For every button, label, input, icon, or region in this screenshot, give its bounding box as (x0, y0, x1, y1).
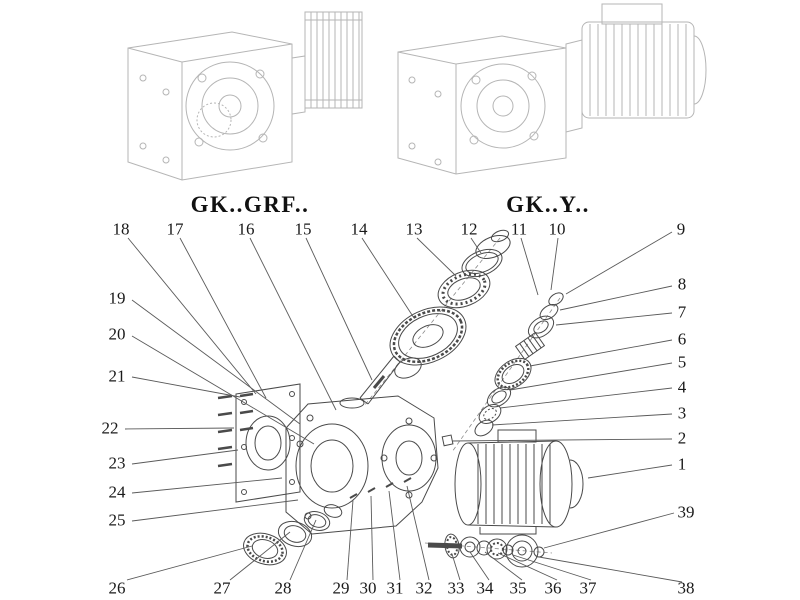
assembled-view-gky (397, 3, 707, 175)
large-gear-part (389, 306, 467, 366)
part-callout-20: 20 (108, 324, 126, 344)
part-callout-8: 8 (677, 274, 687, 294)
housing-part (285, 395, 439, 535)
part-callout-33: 33 (447, 578, 465, 598)
retaining-rings-part (461, 229, 511, 278)
part-callout-35: 35 (509, 578, 527, 598)
part-callout-26: 26 (108, 578, 126, 598)
leader-lines (124, 231, 683, 583)
part-callout-36: 36 (544, 578, 562, 598)
part-callout-17: 17 (166, 219, 184, 239)
part-callout-3: 3 (677, 403, 687, 423)
seal-rings-part (243, 504, 343, 566)
part-callout-4: 4 (677, 377, 687, 397)
part-callout-24: 24 (108, 482, 126, 502)
exploded-view (217, 229, 584, 568)
part-callout-22: 22 (101, 418, 119, 438)
part-callout-9: 9 (676, 219, 686, 239)
small-fasteners-part (349, 477, 412, 499)
part-callout-39: 39 (677, 502, 695, 522)
part-callout-10: 10 (548, 219, 566, 239)
part-callout-19: 19 (108, 288, 126, 308)
part-callout-15: 15 (294, 219, 312, 239)
assembled-view-gkgrf (127, 11, 363, 181)
part-callout-18: 18 (112, 219, 130, 239)
part-callout-2: 2 (677, 428, 687, 448)
bolts-part (217, 392, 254, 468)
part-callout-13: 13 (405, 219, 423, 239)
motor-part (454, 429, 584, 535)
part-callout-5: 5 (677, 352, 687, 372)
upper-bearing-part (437, 269, 491, 309)
part-callout-30: 30 (359, 578, 377, 598)
part-callout-31: 31 (386, 578, 404, 598)
part-callout-38: 38 (677, 578, 695, 598)
part-callout-28: 28 (274, 578, 292, 598)
gear-hub-part (394, 357, 422, 379)
part-callout-27: 27 (213, 578, 231, 598)
assembly-axis-lines (363, 237, 561, 554)
part-callout-14: 14 (350, 219, 368, 239)
part-callout-1: 1 (677, 454, 687, 474)
part-callout-21: 21 (108, 366, 126, 386)
part-callout-29: 29 (332, 578, 350, 598)
part-callout-32: 32 (415, 578, 433, 598)
part-callout-34: 34 (476, 578, 494, 598)
bevel-pinion-chain-part (474, 292, 564, 437)
model-label-gky: GK..Y.. (506, 192, 590, 217)
part-callout-11: 11 (510, 219, 528, 239)
part-callout-6: 6 (677, 329, 687, 349)
part-callout-12: 12 (460, 219, 478, 239)
part-callout-25: 25 (108, 510, 126, 530)
plug-part (441, 434, 454, 447)
output-shaft-assembly-part (427, 533, 545, 568)
part-callout-23: 23 (108, 453, 126, 473)
part-callout-16: 16 (237, 219, 255, 239)
flange-plate-part (235, 383, 301, 503)
part-callout-37: 37 (579, 578, 597, 598)
model-label-gkgrf: GK..GRF.. (190, 192, 310, 217)
part-callout-7: 7 (677, 302, 687, 322)
